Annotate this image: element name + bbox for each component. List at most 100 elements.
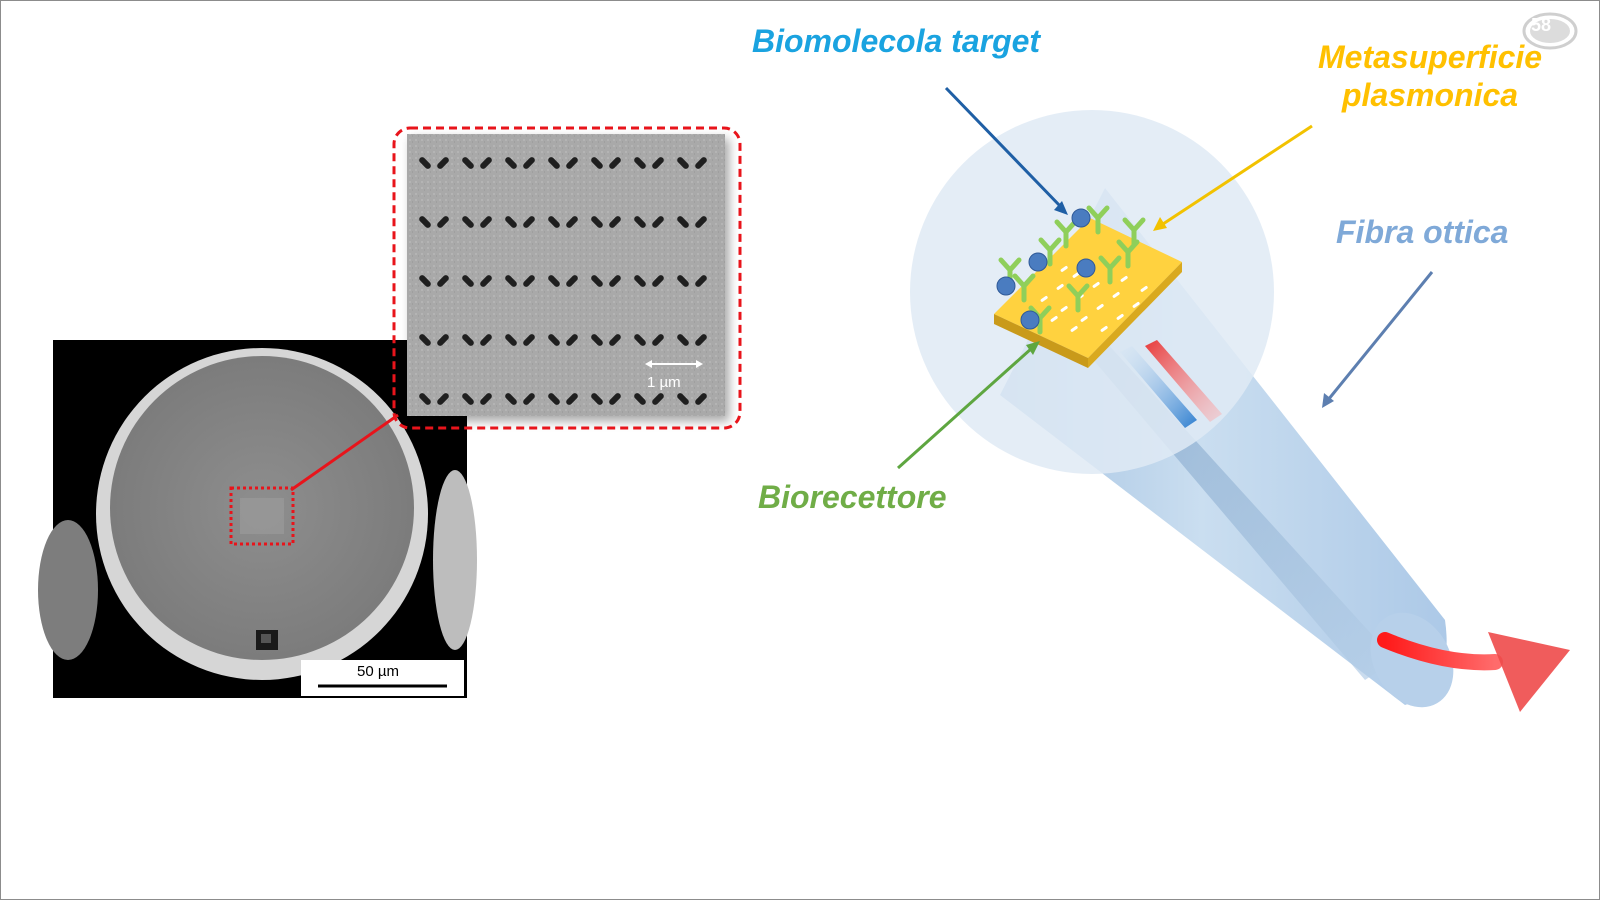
- chip-nanoantenna: [1100, 326, 1108, 332]
- arrow-metasurface: [1162, 124, 1313, 226]
- chip-nanoantenna: [1096, 304, 1104, 310]
- nanoantenna-bar: [462, 216, 474, 228]
- antibody-receptor: [1098, 255, 1122, 285]
- nanoantenna-bar: [437, 275, 449, 287]
- nanoantenna-bar: [634, 275, 646, 287]
- chip-nanoantenna: [1056, 284, 1064, 290]
- nanoantenna-bar: [591, 157, 603, 169]
- nanoantenna-bar: [591, 275, 603, 287]
- antibody-receptor: [1012, 273, 1036, 303]
- nanoantenna-bar: [695, 393, 707, 405]
- nanoantenna-bar: [480, 393, 492, 405]
- nanoantenna-bar: [437, 393, 449, 405]
- logo-text: 58: [1531, 15, 1552, 35]
- nanoantenna-bar: [419, 334, 431, 346]
- arrow-fiber: [1326, 271, 1434, 401]
- label-metasurface: Metasuperficie plasmonica: [1318, 38, 1542, 114]
- target-biomolecules: [996, 208, 1096, 330]
- nanoantenna-bar: [548, 275, 560, 287]
- chip-nanoantennas: [1040, 266, 1148, 332]
- nanoantenna-bar: [505, 275, 517, 287]
- chip-nanoantenna: [1050, 316, 1058, 322]
- nanoantenna-bar: [677, 157, 689, 169]
- nanoantenna-bar: [695, 334, 707, 346]
- label-target-biomolecule: Biomolecola target: [752, 23, 1041, 59]
- biomolecule-sphere: [1071, 208, 1091, 228]
- nanoantenna-bar: [462, 275, 474, 287]
- chip-side-right: [1088, 262, 1182, 368]
- fiber-scale-label: 50 µm: [357, 663, 399, 680]
- nanoantenna-bar: [695, 275, 707, 287]
- nanoantenna-bar: [523, 216, 535, 228]
- nanoantenna-bar: [566, 393, 578, 405]
- nanoantenna-bar: [591, 393, 603, 405]
- nanoantenna-bar: [652, 334, 664, 346]
- nanoantenna-bar: [462, 393, 474, 405]
- output-light-arrow: [1377, 632, 1503, 671]
- nanoantenna-bar: [652, 275, 664, 287]
- nanoantenna-bar: [505, 216, 517, 228]
- nanoantenna-bar: [677, 275, 689, 287]
- nanoantenna-bar: [634, 393, 646, 405]
- channel-logo: [1522, 12, 1578, 50]
- nanoantenna-bar: [480, 334, 492, 346]
- nanoantenna-bar: [523, 334, 535, 346]
- nanoantenna-bar: [695, 157, 707, 169]
- biomolecule-sphere: [1028, 252, 1048, 272]
- nanoantenna-bar: [566, 216, 578, 228]
- nanoantenna-bar: [677, 393, 689, 405]
- nanoantenna-bar: [419, 393, 431, 405]
- nanoantenna-bar: [437, 216, 449, 228]
- chip-side-front: [994, 314, 1088, 368]
- nanoantenna-bar: [609, 393, 621, 405]
- nanoantenna-bar: [634, 216, 646, 228]
- reflected-light-beam: [1145, 340, 1222, 422]
- antibody-receptor: [1086, 205, 1110, 235]
- chip-nanoantenna: [1040, 296, 1048, 302]
- pointer-arrows: [896, 86, 1434, 470]
- sem-debris-right: [433, 470, 477, 650]
- chip-nanoantenna: [1120, 276, 1128, 282]
- chip-nanoantenna: [1092, 282, 1100, 288]
- chip-nanoantenna: [1140, 286, 1148, 292]
- nanoantenna-bar: [523, 393, 535, 405]
- nanoantenna-bar: [566, 157, 578, 169]
- nanoantenna-bar: [480, 275, 492, 287]
- nanoantenna-bar: [523, 275, 535, 287]
- nanoantenna-bar: [437, 334, 449, 346]
- metasurface-region-highlight: [229, 486, 295, 546]
- nanoantenna-bar: [505, 334, 517, 346]
- nanoantenna-bar: [634, 334, 646, 346]
- nanoantenna-bar: [591, 334, 603, 346]
- nanoantenna-bar: [419, 275, 431, 287]
- label-optical-fiber: Fibra ottica: [1336, 214, 1509, 250]
- nanoantenna-bar: [609, 334, 621, 346]
- inset-scale-label: 1 µm: [647, 374, 681, 391]
- nanoantenna-bar: [548, 157, 560, 169]
- chip-nanoantenna: [1060, 306, 1068, 312]
- nanoantenna-bar: [652, 157, 664, 169]
- fiber-scale-box: [301, 660, 464, 696]
- nanoantenna-bar: [548, 334, 560, 346]
- zoom-connector-line: [290, 413, 399, 492]
- nanoantenna-bar: [462, 157, 474, 169]
- nanoantenna-bar: [566, 275, 578, 287]
- nanoantenna-bar: [505, 393, 517, 405]
- nanoantenna-bar: [480, 216, 492, 228]
- chip-nanoantenna: [1072, 272, 1080, 278]
- nanoantenna-bar: [548, 393, 560, 405]
- nanoantenna-bar: [591, 216, 603, 228]
- nanoantenna-bar: [523, 157, 535, 169]
- label-bioreceptor: Biorecettore: [758, 479, 947, 515]
- metasurface-zoom-inset: [407, 134, 725, 416]
- nanoantenna-array: [419, 157, 707, 405]
- nanoantenna-bar: [419, 216, 431, 228]
- arrow-biomolecule: [944, 86, 1064, 210]
- nanoantenna-bar: [548, 216, 560, 228]
- label-metasurface-line1: Metasuperficie: [1318, 39, 1543, 75]
- nanoantenna-bar: [609, 275, 621, 287]
- antibody-receptor: [1066, 283, 1090, 313]
- nanoantenna-bar: [462, 334, 474, 346]
- nanoantenna-bar: [609, 216, 621, 228]
